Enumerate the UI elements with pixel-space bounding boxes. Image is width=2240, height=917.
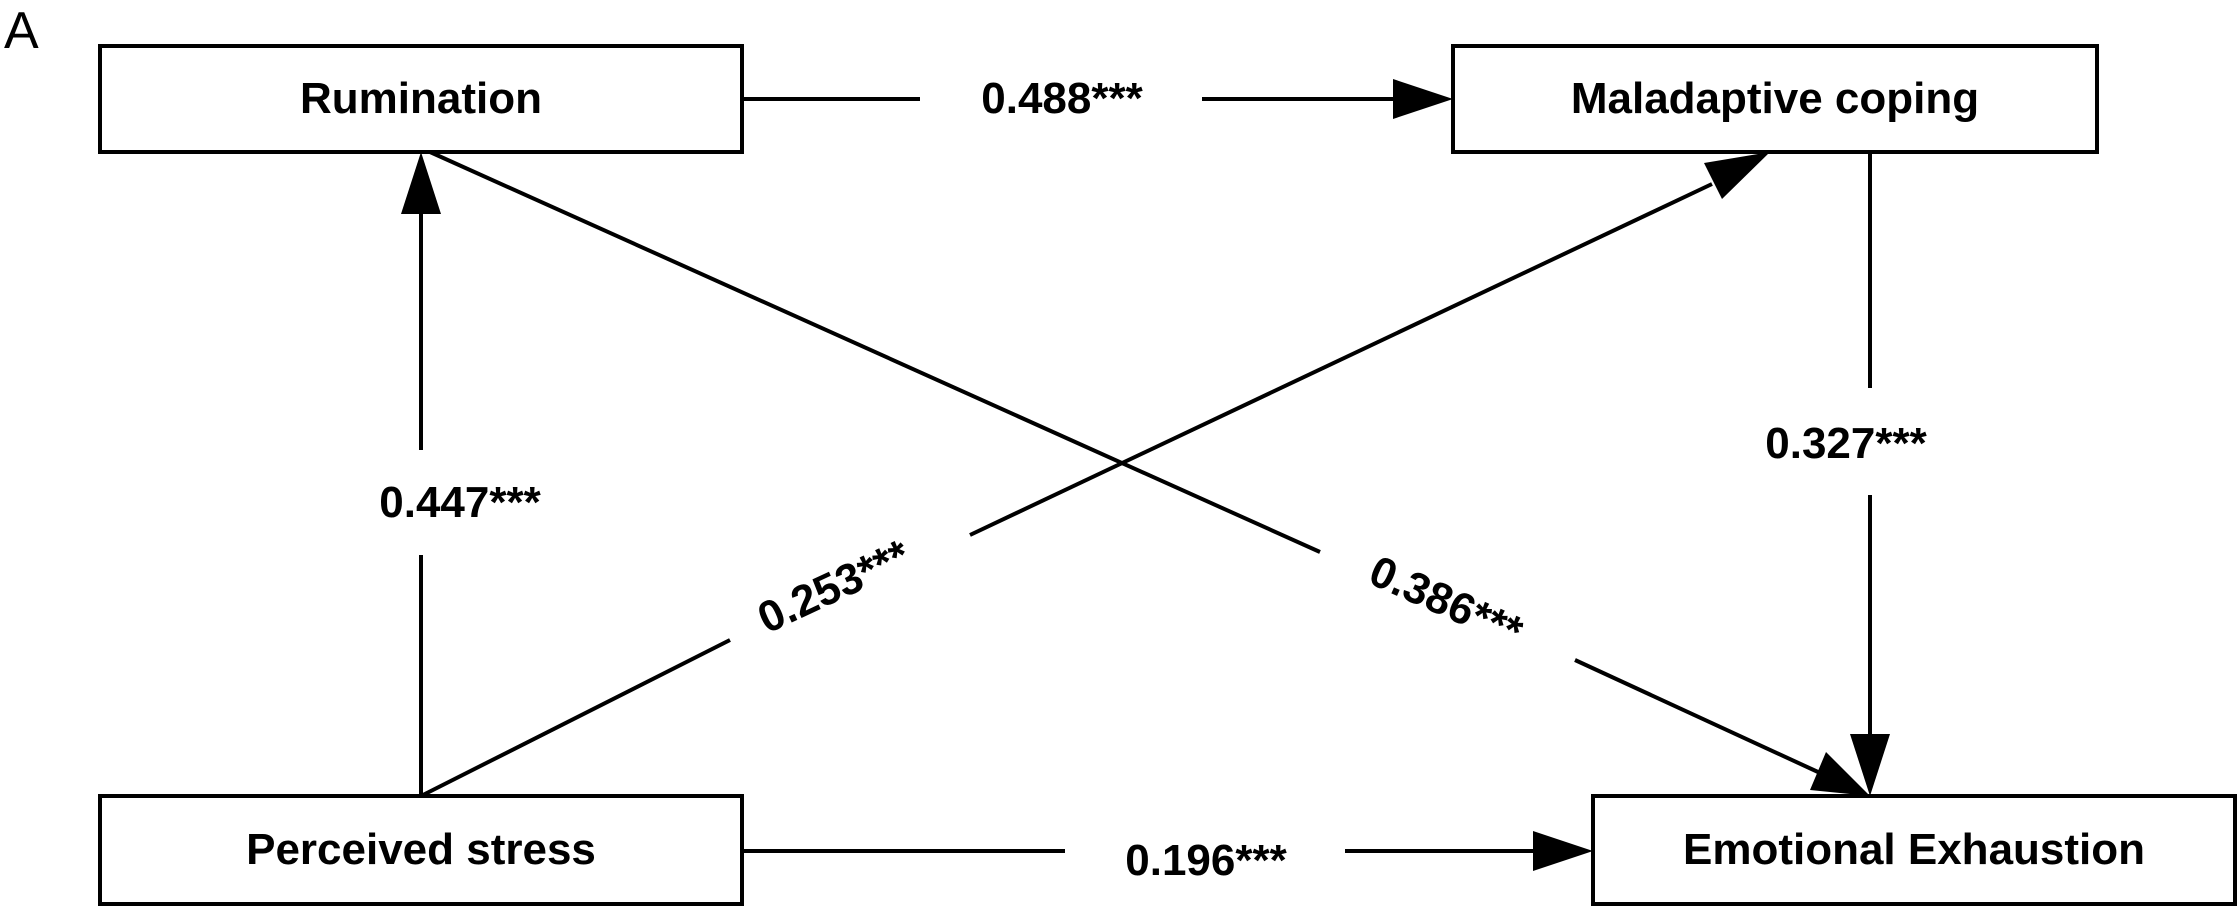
node-emotional-exhaustion-label: Emotional Exhaustion [1683,825,2145,874]
node-maladaptive-coping: Maladaptive coping [1451,44,2099,154]
arrowhead-icon [1850,734,1890,796]
edge-maladaptive-to-exhaustion: 0.327*** [1765,152,1928,796]
arrowhead-icon [1393,79,1453,119]
node-rumination: Rumination [98,44,744,154]
node-perceived-stress: Perceived stress [98,794,744,906]
edge-rumination-to-exhaustion: 0.386*** [429,150,1870,796]
coef-rumination-to-maladaptive: 0.488*** [981,74,1143,123]
edge-rumination-to-maladaptive: 0.488*** [742,74,1453,123]
edge-stress-to-rumination: 0.447*** [379,152,542,796]
arrowhead-icon [1704,152,1770,199]
node-maladaptive-coping-label: Maladaptive coping [1571,74,1979,123]
arrowhead-icon [1533,831,1593,871]
panel-label: A [4,2,39,60]
coef-maladaptive-to-exhaustion: 0.327*** [1765,419,1927,468]
coef-stress-to-exhaustion: 0.196*** [1125,836,1287,885]
edge-stress-to-exhaustion: 0.196*** [742,831,1593,885]
node-rumination-label: Rumination [300,74,542,123]
node-perceived-stress-label: Perceived stress [246,825,596,874]
coef-rumination-to-exhaustion: 0.386*** [1362,547,1530,658]
arrowhead-icon [401,152,441,214]
coef-stress-to-maladaptive: 0.253*** [750,530,918,643]
edge-stress-to-maladaptive: 0.253*** [420,152,1770,798]
coef-stress-to-rumination: 0.447*** [379,478,541,527]
node-emotional-exhaustion: Emotional Exhaustion [1591,794,2237,906]
arrowhead-icon [1810,752,1870,796]
